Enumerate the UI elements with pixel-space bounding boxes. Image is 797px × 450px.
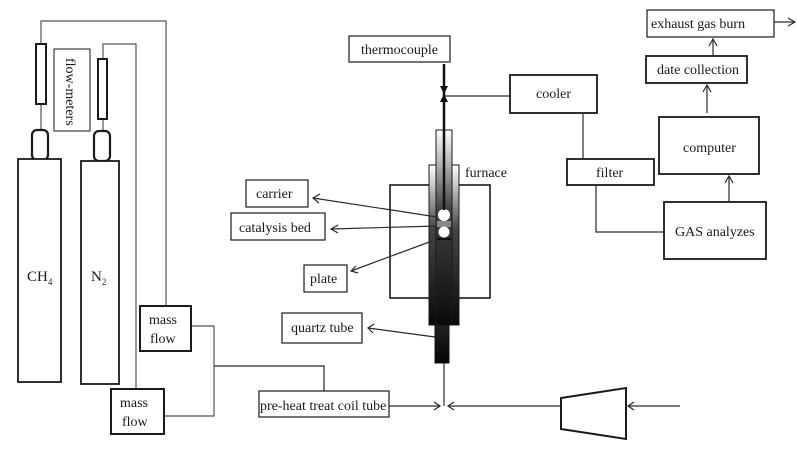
exhaust-gas-burn-box [646,9,775,38]
arrow-head-icon [329,224,339,234]
n2-valve [92,129,112,163]
massflow-1-out [164,325,215,417]
n2-cylinder: N2 [80,129,120,385]
arrow-head-icon [367,323,375,334]
arrow-head-icon [349,265,359,274]
plate-label: plate [310,272,337,287]
exhaust-gas-burn-label: exhaust gas burn [651,17,745,32]
mass-flow-2-box [110,388,165,435]
plate-arrow [350,240,433,272]
valve-icon [440,94,448,102]
computer-label: computer [683,141,736,156]
date-collection-label: date collection [657,63,739,78]
plate-box [303,264,348,293]
tube-outlet [434,324,450,364]
mass-flow-1-label: mass [149,313,177,328]
catalysis-bed [437,221,451,227]
carrier-wool [438,209,450,221]
ch4-flowmeter [35,43,47,105]
quartz-tube [428,129,460,364]
arrow-head-icon [702,83,712,93]
arrow-head-icon [446,401,455,411]
arrow-head-icon [433,401,442,411]
merged-line [214,365,325,391]
filter-label: filter [596,166,624,181]
filter-to-analyzer [595,185,664,233]
thermocouple-box [348,35,451,63]
catalysis-bed-arrow [330,225,438,230]
quartz-tube-box [281,312,363,344]
n2-flowmeter [97,58,108,120]
valve-icon [440,86,448,94]
preheat-box [258,390,390,418]
n2-bottle [80,160,120,385]
carrier-box [245,179,309,208]
ch4-cylinder: CH4 [17,128,62,383]
flow-meters-label-box [53,48,91,132]
preheat-label: pre-heat treat coil tube [260,399,386,414]
arrow-head-icon [311,193,321,204]
gas-analyzes-label: GAS analyzes [675,225,755,240]
mass-flow-1-box [139,305,192,352]
n2-label: N2 [91,269,106,287]
quartz-tube-arrow [367,327,436,338]
mass-flow-2-label: flow [122,415,149,430]
mass-flow-2-label: mass [120,396,148,411]
catalysis-bed-label: catalysis bed [239,221,311,236]
mass-flow-1: mass flow [139,305,192,352]
carrier-label: carrier [256,187,293,202]
ch4-line [40,20,167,306]
plate-wool [438,226,450,238]
gas-analyzes-box [663,201,767,260]
callouts: carrier catalysis bed plate quartz tube [230,179,438,344]
n2-line [102,43,137,389]
gas-lines [40,20,680,417]
cooler-label: cooler [536,87,571,102]
ch4-label: CH4 [27,269,53,287]
thermocouple-label: thermocouple [361,43,438,58]
ch4-bottle [17,158,62,383]
date-collection-box [645,55,748,84]
mass-flow-1-label: flow [150,332,177,347]
arrow-head-icon [626,401,635,411]
furnace-label: furnace [465,166,507,181]
computer-box [658,116,760,175]
quartz-tube-label: quartz tube [291,321,354,336]
flow-meters-label: flow-meters [62,58,77,126]
plate [437,238,451,240]
mass-flow-2: mass flow [110,388,165,435]
arrow-head-icon [787,17,797,27]
filter-box [566,158,655,186]
carrier-arrow [312,197,438,218]
arrow-head-icon [708,37,718,47]
catalysis-bed-box [230,212,326,241]
cooler-box [509,74,598,114]
pump-icon [560,386,627,441]
arrow-head-icon [724,174,734,184]
ch4-valve [30,128,50,162]
